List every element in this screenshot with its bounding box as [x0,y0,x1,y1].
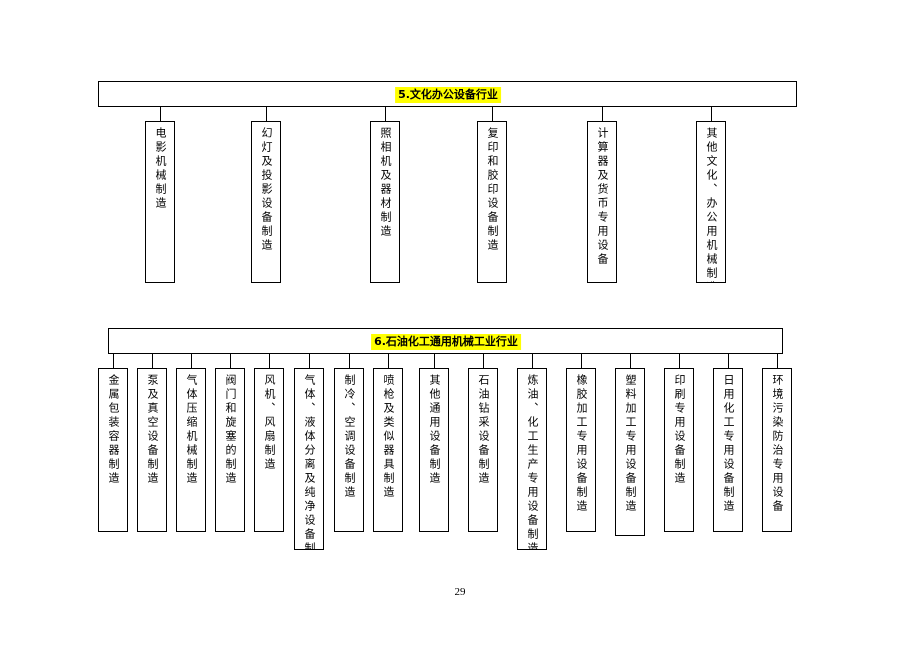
section-6-connector-13 [630,354,631,368]
section-5-connector-4 [492,107,493,121]
section-6-connector-14 [679,354,680,368]
section-6-item-label-10: 石油钻采设备制造 [477,374,490,486]
section-6-item-box-10: 石油钻采设备制造 [468,368,498,532]
section-5-item-box-4: 复印和胶印设备制造 [477,121,507,283]
page-number: 29 [454,586,466,598]
section-5-item-label-2: 幻灯及投影设备制造 [260,127,273,253]
section-6-item-label-15: 日用化工专用设备制造 [722,374,735,514]
section-6-item-box-12: 橡胶加工专用设备制造 [566,368,596,532]
section-5-connector-6 [711,107,712,121]
section-6-connector-11 [532,354,533,368]
section-6-item-box-15: 日用化工专用设备制造 [713,368,743,532]
section-6-item-label-5: 风机、风扇制造 [263,374,276,472]
section-6-item-label-3: 气体压缩机械制造 [185,374,198,486]
section-6-connector-9 [434,354,435,368]
section-6-connector-10 [483,354,484,368]
section-6-item-box-4: 阀门和旋塞的制造 [215,368,245,532]
section-5-item-box-1: 电影机械制造 [145,121,175,283]
section-5-connector-5 [602,107,603,121]
section-5-connector-1 [160,107,161,121]
section-5-item-label-3: 照相机及器材制造 [379,127,392,239]
section-6-connector-3 [191,354,192,368]
section-6-item-box-5: 风机、风扇制造 [254,368,284,532]
section-5-item-box-5: 计算器及货币专用设备 [587,121,617,283]
section-6-connector-6 [309,354,310,368]
section-5-item-label-1: 电影机械制造 [154,127,167,211]
section-6-item-label-12: 橡胶加工专用设备制造 [575,374,588,514]
section-6-item-box-9: 其他通用设备制造 [419,368,449,532]
section-6-item-box-11: 炼油、化工生产专用设备制造 [517,368,547,550]
section-6-item-label-11: 炼油、化工生产专用设备制造 [526,374,539,550]
section-6-connector-5 [269,354,270,368]
section-5-title: 5.文化办公设备行业 [395,87,501,103]
section-6-connector-15 [728,354,729,368]
section-6-connector-4 [230,354,231,368]
section-6-item-label-14: 印刷专用设备制造 [673,374,686,486]
section-6-item-box-7: 制冷、空调设备制造 [334,368,364,532]
section-6-item-label-2: 泵及真空设备制造 [146,374,159,486]
section-6-item-box-2: 泵及真空设备制造 [137,368,167,532]
section-6-connector-16 [777,354,778,368]
section-6-item-label-6: 气体、液体分离及纯净设备制造 [303,374,316,550]
section-5-item-label-6: 其他文化、办公用机械制造 [705,127,718,283]
section-6-item-box-16: 环境污染防治专用设备 [762,368,792,532]
section-6-title: 6.石油化工通用机械工业行业 [371,334,521,350]
section-6-connector-12 [581,354,582,368]
section-6-item-box-1: 金属包装容器制造 [98,368,128,532]
section-6-item-box-13: 塑料加工专用设备制造 [615,368,645,536]
section-6-connector-1 [113,354,114,368]
section-6-item-label-16: 环境污染防治专用设备 [771,374,784,514]
section-5-item-box-3: 照相机及器材制造 [370,121,400,283]
section-6-item-label-4: 阀门和旋塞的制造 [224,374,237,486]
section-6-item-label-9: 其他通用设备制造 [428,374,441,486]
section-6-item-box-14: 印刷专用设备制造 [664,368,694,532]
section-6-item-box-6: 气体、液体分离及纯净设备制造 [294,368,324,550]
section-5-connector-2 [266,107,267,121]
section-6-item-box-3: 气体压缩机械制造 [176,368,206,532]
section-5-item-label-5: 计算器及货币专用设备 [596,127,609,267]
section-6-item-label-7: 制冷、空调设备制造 [343,374,356,500]
section-5-item-box-6: 其他文化、办公用机械制造 [696,121,726,283]
section-6-connector-2 [152,354,153,368]
section-6-connector-7 [349,354,350,368]
section-6-item-label-8: 喷枪及类似器具制造 [382,374,395,500]
section-5-item-box-2: 幻灯及投影设备制造 [251,121,281,283]
section-6-item-label-1: 金属包装容器制造 [107,374,120,486]
section-5-item-label-4: 复印和胶印设备制造 [486,127,499,253]
section-5-connector-3 [385,107,386,121]
section-6-connector-8 [388,354,389,368]
section-6-item-label-13: 塑料加工专用设备制造 [624,374,637,514]
section-6-item-box-8: 喷枪及类似器具制造 [373,368,403,532]
